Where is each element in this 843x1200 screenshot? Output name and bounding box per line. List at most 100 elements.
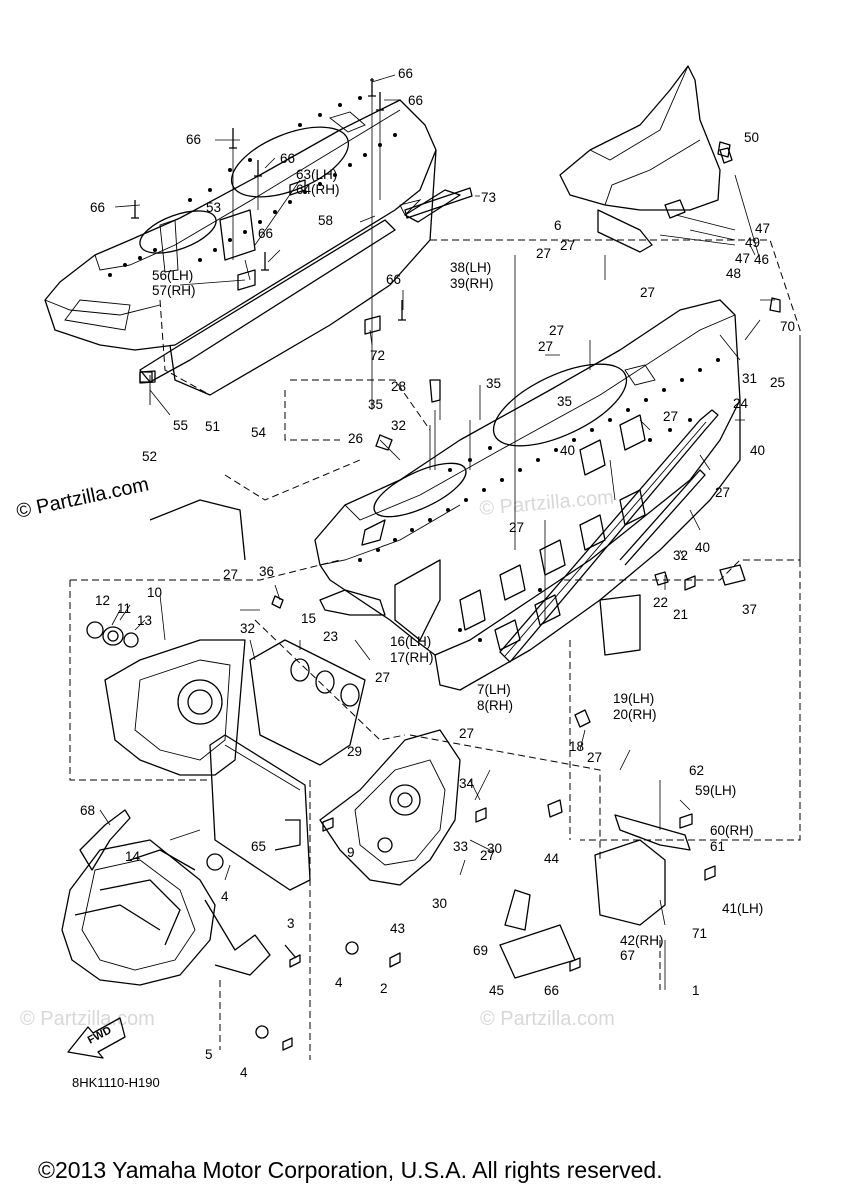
callout-label: 34 xyxy=(459,776,475,791)
callout-label: 71 xyxy=(692,926,707,941)
callout-label: 24 xyxy=(733,396,749,411)
callout-label: 66 xyxy=(544,983,559,998)
callout-label: 52 xyxy=(142,449,157,464)
callout-label: 27 xyxy=(663,409,678,424)
callout-label: 27 xyxy=(459,726,474,741)
callout-label: 49 xyxy=(745,235,760,250)
diagram-code: 8HK1110-H190 xyxy=(72,1075,160,1090)
callout-label: 72 xyxy=(370,348,385,363)
rear-tunnel-fasteners xyxy=(114,74,480,416)
callout-label: 35 xyxy=(368,397,383,412)
callout-label: 7(LH) xyxy=(477,682,511,697)
faint-watermark: © Partzilla.com xyxy=(479,486,615,520)
rear-tunnel xyxy=(44,96,461,405)
callout-label: 15 xyxy=(301,611,316,626)
callout-label: 27 xyxy=(640,285,655,300)
callout-label: 47 xyxy=(735,251,750,266)
callout-label: 51 xyxy=(205,419,220,434)
callout-label: 55 xyxy=(173,418,188,433)
callout-label: 66 xyxy=(186,132,201,147)
callout-label: 68 xyxy=(80,803,95,818)
partzilla-watermark: © Partzilla.com xyxy=(14,473,150,523)
callout-label: 66 xyxy=(386,272,401,287)
callout-label: 30 xyxy=(432,896,447,911)
callout-label: 64(RH) xyxy=(296,182,340,197)
callout-label: 50 xyxy=(744,130,759,145)
callout-label: 67 xyxy=(620,948,635,963)
callout-label: 66 xyxy=(258,226,273,241)
callout-label: 27 xyxy=(375,670,390,685)
callout-label: 27 xyxy=(560,238,575,253)
callout-label: 66 xyxy=(280,151,295,166)
callout-label: 20(RH) xyxy=(613,707,657,722)
callout-label: 41(LH) xyxy=(722,901,763,916)
callout-label: 48 xyxy=(726,266,741,281)
callout-label: 12 xyxy=(95,593,110,608)
callout-label: 53 xyxy=(206,200,221,215)
callout-label: 37 xyxy=(742,602,757,617)
callout-label: 54 xyxy=(251,425,267,440)
callout-label: 27 xyxy=(536,246,551,261)
callout-label: 40 xyxy=(695,540,710,555)
right-lower-brackets xyxy=(499,564,746,979)
callout-label: 45 xyxy=(489,983,504,998)
callout-label: 66 xyxy=(408,93,423,108)
callout-label: 4 xyxy=(240,1065,248,1080)
callout-label: 38(LH) xyxy=(450,260,491,275)
copyright-notice: ©2013 Yamaha Motor Corporation, U.S.A. A… xyxy=(38,1157,663,1183)
callout-label: 4 xyxy=(221,889,229,904)
callout-label: 13 xyxy=(137,613,152,628)
callout-label: 23 xyxy=(323,629,338,644)
callout-label: 27 xyxy=(480,848,495,863)
callout-label: 57(RH) xyxy=(152,283,196,298)
callout-label: 10 xyxy=(147,585,162,600)
callout-label: 40 xyxy=(750,443,765,458)
callout-label: 27 xyxy=(223,567,238,582)
leader-lines xyxy=(99,255,775,990)
assembly-outlines xyxy=(69,239,801,1060)
faint-watermarks: © Partzilla.com © Partzilla.com © Partzi… xyxy=(20,486,615,1030)
callout-label: 27 xyxy=(538,339,553,354)
callout-labels: 66 66 66 66 66 66 66 63(LH) 64(RH) 73 53… xyxy=(80,66,795,1080)
front-frame xyxy=(61,499,271,986)
callout-label: 60(RH) xyxy=(710,823,754,838)
callout-label: 61 xyxy=(710,839,725,854)
callout-label: 28 xyxy=(391,379,406,394)
callout-label: 56(LH) xyxy=(152,268,193,283)
callout-label: 44 xyxy=(544,851,560,866)
callout-label: 33 xyxy=(453,839,468,854)
left-side-plate xyxy=(86,621,246,776)
main-tunnel xyxy=(314,299,741,691)
callout-label: 32 xyxy=(391,418,406,433)
callout-label: 11 xyxy=(117,601,131,616)
callout-label: 18 xyxy=(569,739,584,754)
callout-label: 22 xyxy=(653,595,668,610)
callout-label: 65 xyxy=(251,839,266,854)
callout-label: 27 xyxy=(549,323,564,338)
callout-label: 59(LH) xyxy=(695,783,736,798)
callout-label: 36 xyxy=(259,564,274,579)
callout-label: 47 xyxy=(755,221,770,236)
callout-label: 69 xyxy=(473,943,488,958)
callout-label: 73 xyxy=(481,190,496,205)
callout-label: 21 xyxy=(673,607,688,622)
slide-rails xyxy=(499,409,719,663)
callout-label: 5 xyxy=(205,1047,213,1062)
callout-label: 19(LH) xyxy=(613,691,654,706)
hardware xyxy=(255,141,781,1051)
callout-label: 63(LH) xyxy=(296,167,337,182)
callout-label: 2 xyxy=(380,981,388,996)
callout-label: 6 xyxy=(554,218,562,233)
faint-watermark: © Partzilla.com xyxy=(20,1008,155,1030)
callout-label: 3 xyxy=(287,916,295,931)
callout-label: 70 xyxy=(780,319,795,334)
callout-label: 32 xyxy=(673,548,688,563)
callout-label: 35 xyxy=(486,376,501,391)
callout-label: 29 xyxy=(347,744,362,759)
callout-label: 46 xyxy=(754,252,769,267)
callout-label: 14 xyxy=(125,849,141,864)
callout-label: 32 xyxy=(240,621,255,636)
callout-label: 58 xyxy=(318,213,333,228)
callout-label: 27 xyxy=(587,750,602,765)
faint-watermark: © Partzilla.com xyxy=(480,1008,615,1030)
